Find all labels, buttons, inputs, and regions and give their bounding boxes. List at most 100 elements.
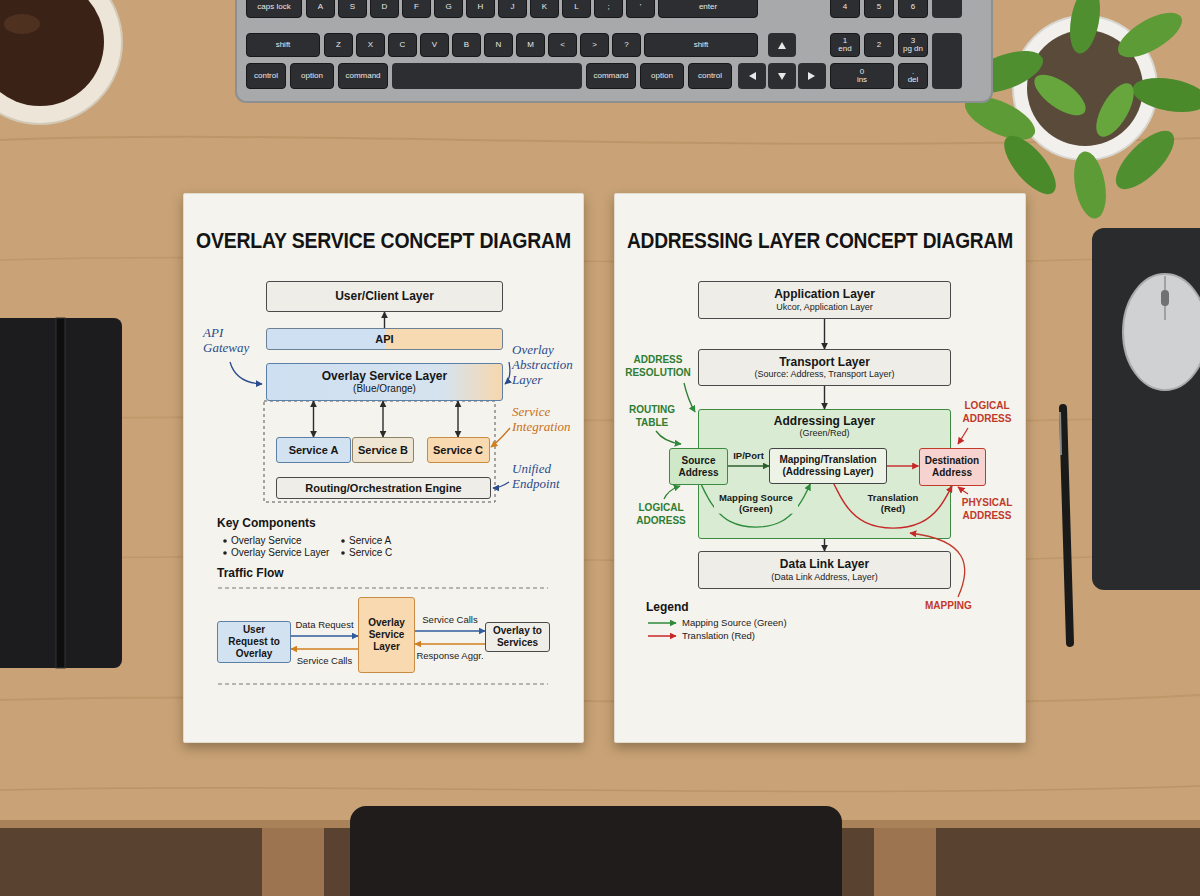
legend-sample xyxy=(648,622,676,624)
key-cap: command xyxy=(586,63,636,89)
key-legend: C xyxy=(400,41,406,49)
key-legend: enter xyxy=(699,3,717,11)
key-cap: shift xyxy=(644,33,758,57)
separator-line xyxy=(218,588,548,589)
key-legend: > xyxy=(592,41,597,49)
key-legend: 1 xyxy=(843,37,847,45)
legend-sample xyxy=(648,635,676,637)
key-legend: L xyxy=(574,3,578,11)
key-legend: 0 xyxy=(860,68,864,76)
connector xyxy=(384,312,385,328)
leader-arrow xyxy=(664,486,680,499)
label-text: LOGICAL ADDRESS xyxy=(955,400,1019,425)
key-legend: H xyxy=(478,3,484,11)
node-text: (Blue/Orange) xyxy=(353,383,416,395)
key-cap: 3pg dn xyxy=(898,33,928,57)
node-text: Data Link Layer xyxy=(780,557,869,571)
coffee xyxy=(0,0,104,106)
node-text: Source Address xyxy=(674,455,723,479)
key-legend: G xyxy=(445,3,451,11)
key-legend: shift xyxy=(276,41,291,49)
label-text: Unified Endpoint xyxy=(512,462,578,492)
node-text: Service C xyxy=(433,444,483,457)
node-text: Service A xyxy=(289,444,339,457)
key-cap: 0ins xyxy=(830,63,894,89)
connector xyxy=(728,465,769,466)
label-text: ADDRESS RESOLUTION xyxy=(622,354,694,379)
callout-note: LOGICAL ADORESS xyxy=(628,502,694,527)
node-text: Overlay Service Layer xyxy=(363,617,410,653)
edge-label-text: Data Request xyxy=(293,619,355,630)
key-cap: control xyxy=(688,63,732,89)
key-cap: S xyxy=(338,0,367,18)
edge-label: Data Request xyxy=(293,619,355,630)
key-cap: X xyxy=(356,33,385,57)
key-legend: J xyxy=(511,3,515,11)
label-text: MAPPING xyxy=(925,600,972,613)
label-text: Overlay Service Layer xyxy=(231,547,329,559)
leader-arrow xyxy=(684,383,695,412)
plant-leaf xyxy=(1111,4,1188,66)
leader-arrow xyxy=(491,428,510,447)
pen xyxy=(1063,408,1070,643)
connector xyxy=(313,401,314,437)
arrow-key xyxy=(768,33,796,57)
mouse-wheel xyxy=(1161,290,1169,306)
key-cap: caps lock xyxy=(246,0,302,18)
connector xyxy=(382,401,383,437)
key-cap: J xyxy=(498,0,527,18)
service-box: Service B xyxy=(352,437,414,463)
connector xyxy=(291,635,358,636)
key-legend: ? xyxy=(624,41,628,49)
key-legend: F xyxy=(414,3,419,11)
numpad-key xyxy=(932,0,962,18)
key-legend: B xyxy=(464,41,469,49)
label-text: LOGICAL ADORESS xyxy=(628,502,694,527)
sheet-title: ADDRESSING LAYER CONCEPT DIAGRAM xyxy=(627,228,1013,254)
key-legend: pg dn xyxy=(903,45,923,53)
key-legend: command xyxy=(593,72,628,80)
key-legend: S xyxy=(350,3,355,11)
section-heading: Key Components xyxy=(217,516,316,530)
key-legend: shift xyxy=(694,41,709,49)
bullet xyxy=(341,539,345,543)
sheet-title: OVERLAY SERVICE CONCEPT DIAGRAM xyxy=(196,228,571,254)
key-legend: X xyxy=(368,41,373,49)
leader-arrow xyxy=(910,533,965,597)
key-cap: enter xyxy=(658,0,758,18)
edge-label-text: Mapping Source (Green) xyxy=(714,491,798,514)
key-cap: M xyxy=(516,33,545,57)
service-box: Service A xyxy=(276,437,351,463)
edge-label-text: Translation (Red) xyxy=(860,492,926,515)
layer-box: Overlay Service Layer(Blue/Orange) xyxy=(266,363,503,401)
key-legend: command xyxy=(345,72,380,80)
key-cap: 4 xyxy=(830,0,860,18)
key-cap: F xyxy=(402,0,431,18)
key-cap: C xyxy=(388,33,417,57)
key-legend: ins xyxy=(857,76,867,84)
edge-label: Translation (Red) xyxy=(860,492,926,515)
label-text: Legend xyxy=(646,600,689,614)
layer-box: Data Link Layer(Data Link Address, Layer… xyxy=(698,551,951,589)
edge-label-text: Service Calls xyxy=(295,655,354,666)
node-text: Routing/Orchestration Engine xyxy=(305,482,461,495)
key-cap: D xyxy=(370,0,399,18)
arrow-key xyxy=(738,63,766,89)
node-text: API xyxy=(375,333,393,346)
connector xyxy=(824,539,825,551)
node-text: Application Layer xyxy=(774,287,875,301)
label-text: PHYSICAL ADDRESS xyxy=(955,497,1019,522)
arrow-key xyxy=(798,63,826,89)
list-item: Service C xyxy=(349,547,392,559)
node-text: Service B xyxy=(358,444,408,457)
api-band: API xyxy=(266,328,503,350)
key-cap: G xyxy=(434,0,463,18)
connector xyxy=(291,648,358,649)
key-cap: N xyxy=(484,33,513,57)
key-cap: > xyxy=(580,33,609,57)
flow-box: Overlay Service Layer xyxy=(358,597,415,673)
mug xyxy=(0,0,122,124)
